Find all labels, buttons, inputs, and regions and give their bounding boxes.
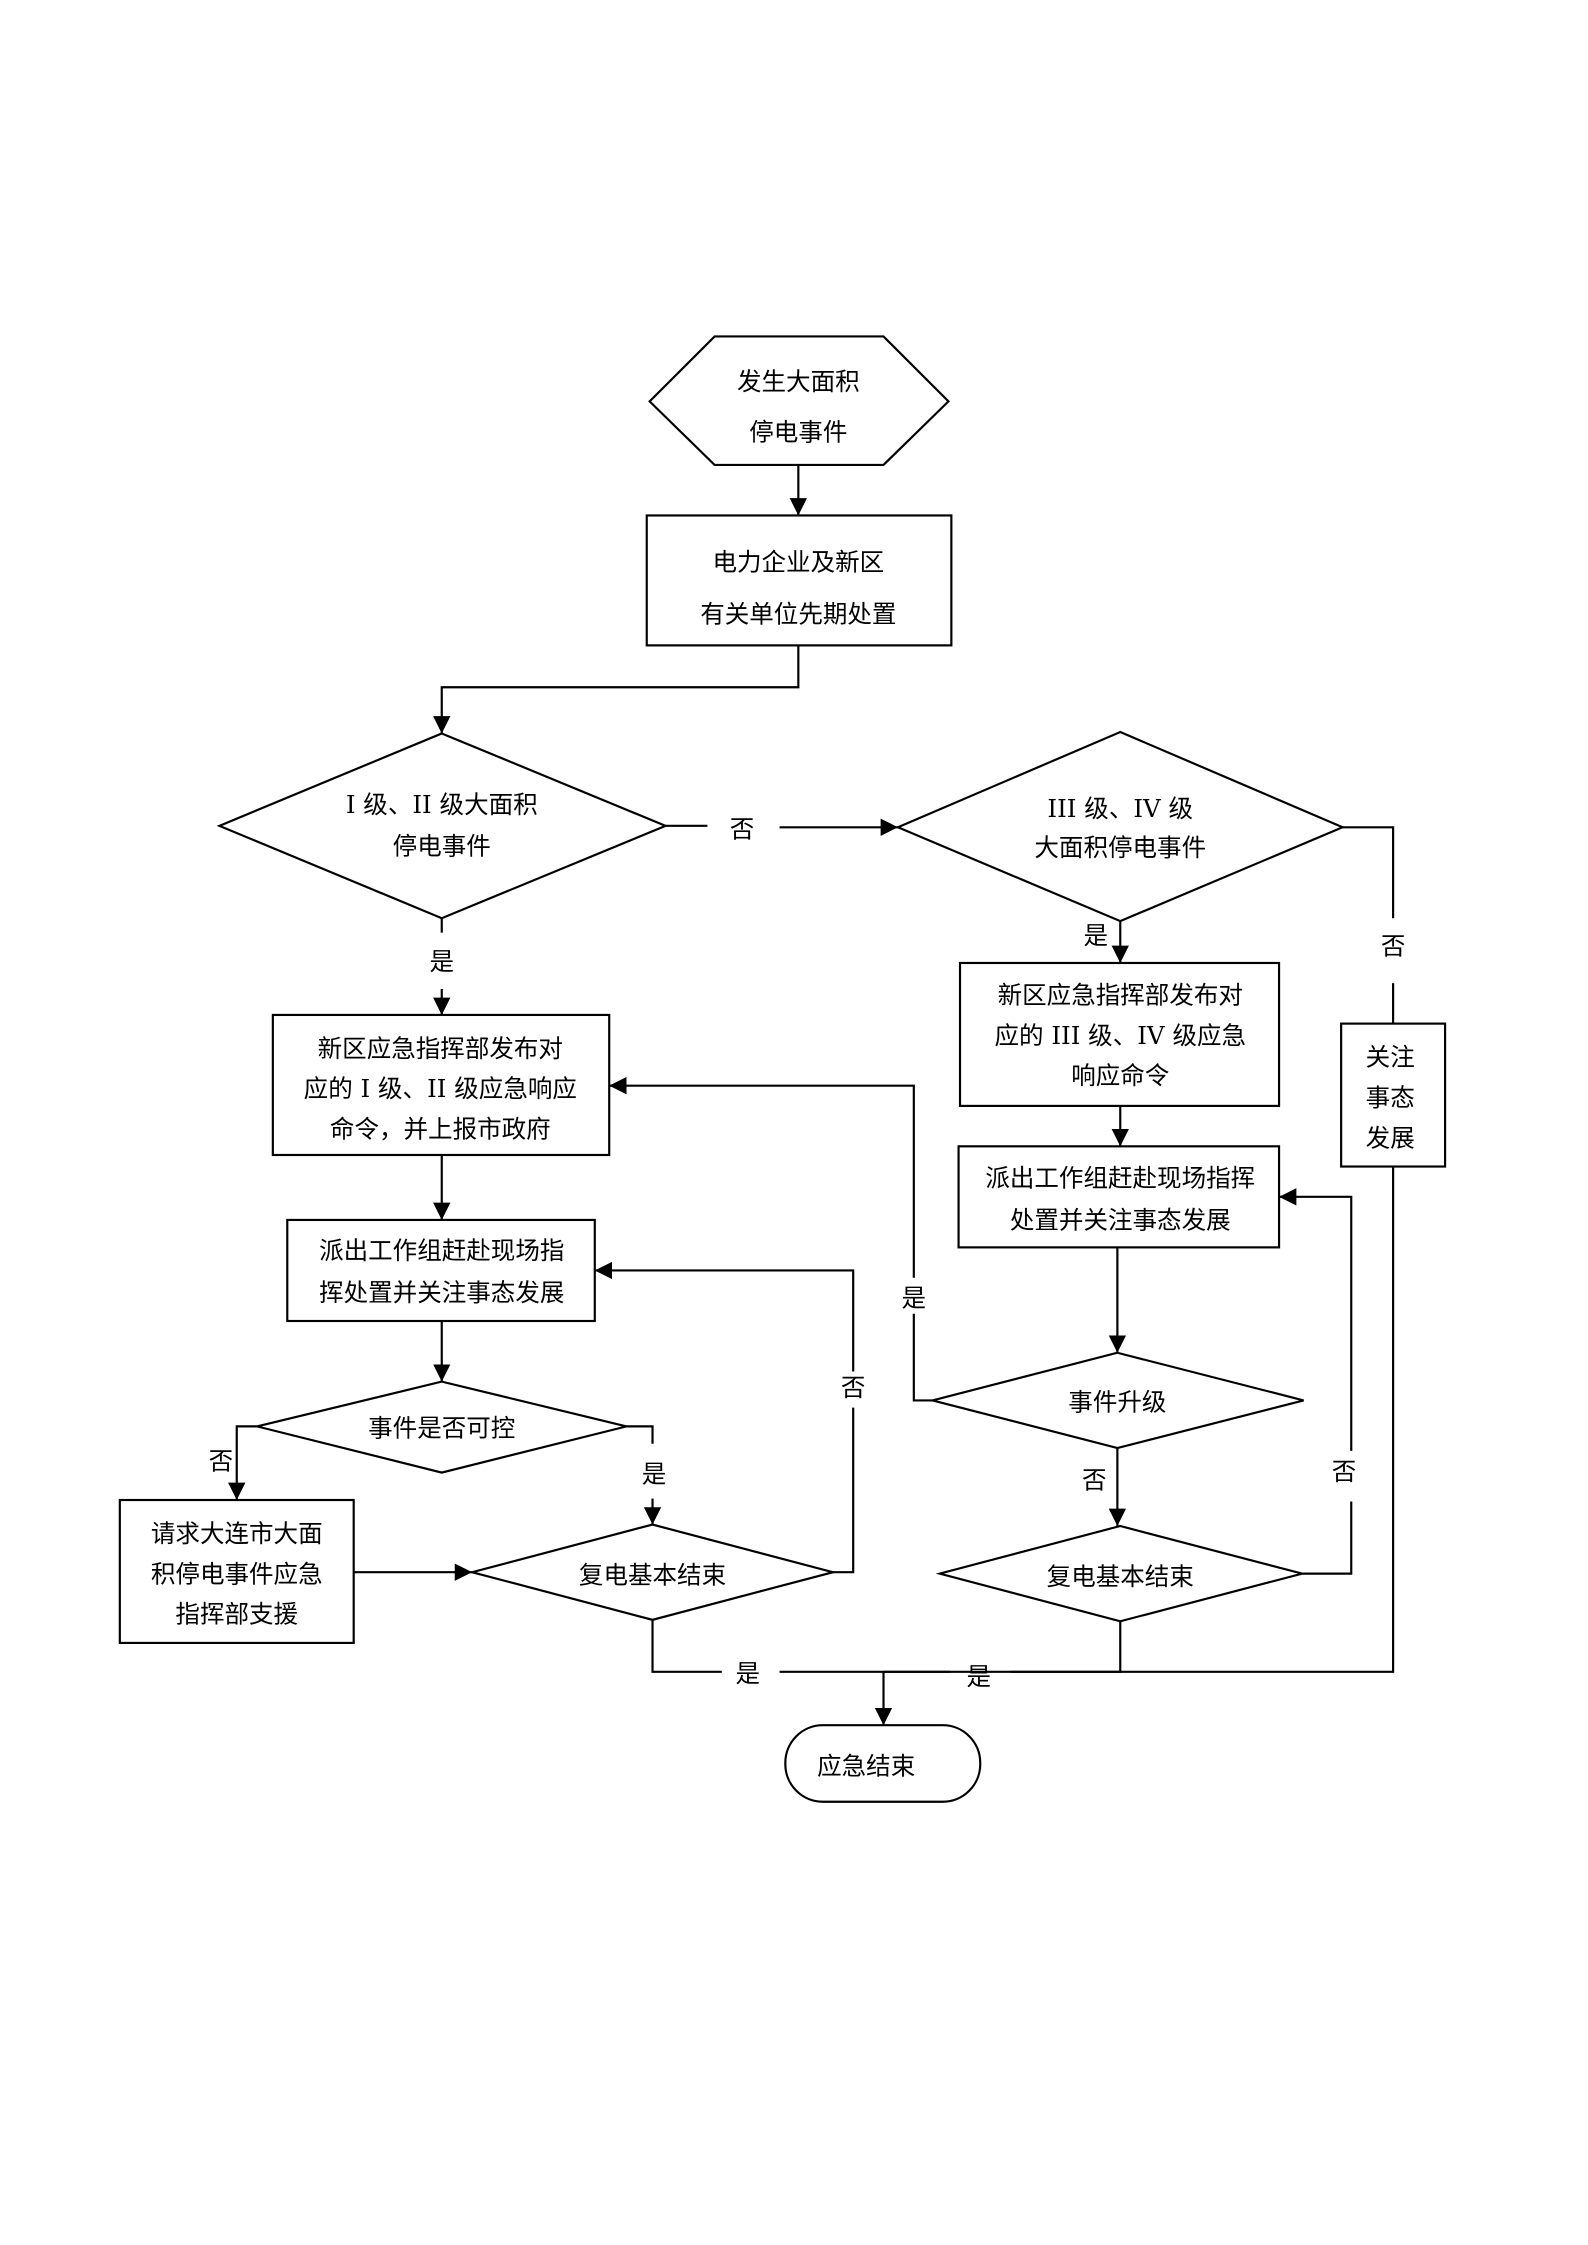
d12-line-1: I 级、II 级大面积 — [346, 790, 538, 819]
dispatch-box-left: 派出工作组赶赴现场指 挥处置并关注事态发展 — [286, 1218, 596, 1323]
label-restore-left-yes: 是 — [736, 1659, 761, 1688]
start-line-1: 发生大面积 — [737, 367, 860, 396]
end-node: 应急结束 — [784, 1724, 982, 1803]
controllable-text: 事件是否可控 — [368, 1413, 515, 1442]
watch-box: 关注 事态 发展 — [1340, 1022, 1447, 1168]
decision-controllable: 事件是否可控 — [256, 1380, 627, 1474]
label-d12-yes: 是 — [429, 947, 454, 976]
label-escalate-no: 否 — [1082, 1465, 1107, 1494]
decision-level-1-2: I 级、II 级大面积 停电事件 — [216, 732, 669, 920]
edge-controllable-yes-a — [626, 1425, 654, 1444]
initial-line-1: 电力企业及新区 — [712, 547, 884, 576]
label-restore-right-no: 否 — [1332, 1457, 1357, 1486]
cmd34-line-1: 新区应急指挥部发布对 — [998, 980, 1243, 1009]
cmd34-line-2: 应的 III 级、IV 级应急 — [994, 1021, 1246, 1050]
watch-line-2: 事态 — [1366, 1083, 1415, 1112]
escalate-text: 事件升级 — [1068, 1388, 1166, 1417]
decision-level-3-4: III 级、IV 级 大面积停电事件 — [895, 730, 1346, 923]
cmd34-line-3: 响应命令 — [1071, 1061, 1169, 1090]
request-line-2: 积停电事件应急 — [151, 1559, 323, 1588]
request-line-1: 请求大连市大面 — [151, 1519, 323, 1548]
edge-restore-left-no-b — [594, 1261, 855, 1372]
dispatch-right-line-1: 派出工作组赶赴现场指挥 — [985, 1164, 1255, 1193]
d34-line-1: III 级、IV 级 — [1047, 794, 1193, 823]
watch-line-3: 发展 — [1366, 1123, 1415, 1152]
request-support-box: 请求大连市大面 积停电事件应急 指挥部支援 — [118, 1498, 355, 1645]
edge-d34-no-a — [1342, 826, 1395, 919]
decision-restore-left: 复电基本结束 — [467, 1523, 838, 1621]
label-d34-no: 否 — [1381, 931, 1406, 960]
edge-restore-right-yes-a — [1010, 1621, 1122, 1673]
decision-escalate: 事件升级 — [932, 1351, 1304, 1450]
watch-line-1: 关注 — [1366, 1042, 1415, 1071]
label-d34-yes: 是 — [1083, 921, 1108, 950]
command-box-level-1-2: 新区应急指挥部发布对 应的 I 级、II 级应急响应 命令，并上报市政府 — [271, 1013, 611, 1157]
dispatch-box-right: 派出工作组赶赴现场指挥 处置并关注事态发展 — [957, 1145, 1281, 1249]
dispatch-left-line-1: 派出工作组赶赴现场指 — [319, 1236, 564, 1265]
initial-disposal-box: 电力企业及新区 有关单位先期处置 — [645, 514, 953, 647]
initial-line-2: 有关单位先期处置 — [700, 599, 896, 628]
edge-escalate-yes-b — [609, 1077, 915, 1278]
label-controllable-yes: 是 — [642, 1460, 667, 1489]
edge-restore-right-no-b — [1279, 1188, 1353, 1451]
label-escalate-yes: 是 — [902, 1284, 927, 1313]
cmd12-line-3: 命令，并上报市政府 — [330, 1115, 551, 1144]
command-box-level-3-4: 新区应急指挥部发布对 应的 III 级、IV 级应急 响应命令 — [958, 961, 1281, 1107]
edge-restore-left-yes-a — [651, 1619, 722, 1673]
dispatch-left-line-2: 挥处置并关注事态发展 — [319, 1278, 564, 1307]
label-restore-right-yes: 是 — [967, 1662, 992, 1691]
restore-right-text: 复电基本结束 — [1047, 1562, 1194, 1591]
edge-restore-left-no-a — [832, 1407, 855, 1574]
request-line-3: 指挥部支援 — [175, 1600, 298, 1629]
edge-controllable-no — [228, 1425, 257, 1501]
cmd12-line-1: 新区应急指挥部发布对 — [318, 1034, 563, 1063]
label-restore-left-no: 否 — [841, 1373, 866, 1402]
start-node: 发生大面积 停电事件 — [648, 335, 951, 467]
label-d12-no: 否 — [730, 814, 755, 843]
label-controllable-no: 否 — [209, 1447, 234, 1476]
d34-line-2: 大面积停电事件 — [1034, 833, 1206, 862]
cmd12-line-2: 应的 I 级、II 级应急响应 — [304, 1074, 577, 1103]
edge-restore-right-no-a — [1302, 1501, 1353, 1575]
decision-restore-right: 复电基本结束 — [935, 1524, 1307, 1623]
edge-initial-d12 — [433, 645, 800, 734]
restore-left-text: 复电基本结束 — [579, 1561, 726, 1590]
edge-escalate-yes-a — [912, 1313, 933, 1402]
d12-line-2: 停电事件 — [393, 832, 491, 861]
end-text: 应急结束 — [817, 1751, 915, 1780]
start-line-2: 停电事件 — [749, 417, 847, 446]
dispatch-right-line-2: 处置并关注事态发展 — [1010, 1206, 1231, 1235]
